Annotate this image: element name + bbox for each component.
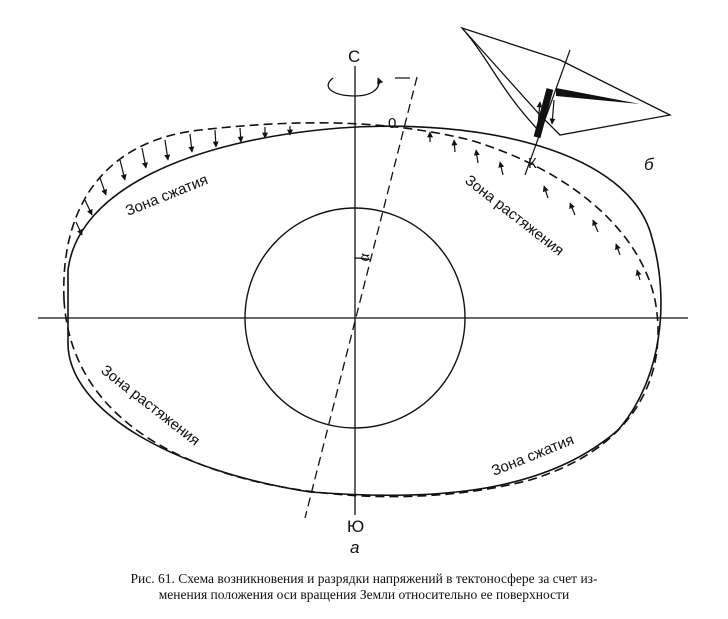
inset-rough-edge (461, 27, 541, 133)
label-angle: α (355, 252, 372, 263)
inset-arrow-up (536, 101, 543, 127)
tectonosphere-stress-diagram: С Ю 0 К α б а Зона сжатия Зона растяжени… (38, 26, 688, 557)
compression-arrows-upper (75, 126, 293, 236)
zone-tension-upper: Зона растяжения (462, 172, 567, 260)
label-part-a: а (350, 538, 359, 557)
inner-core-circle (244, 207, 466, 429)
label-point-o: 0 (388, 115, 396, 132)
ellipsoid-dashed (63, 122, 659, 498)
rotation-axis-shifted (304, 76, 418, 519)
inset-fault (556, 88, 640, 104)
inset-wedge (459, 26, 673, 136)
label-north: С (348, 47, 360, 66)
angle-arc (354, 257, 372, 261)
rotation-direction-arrow (327, 77, 384, 97)
label-point-k: К (528, 155, 537, 172)
inset-b (459, 26, 673, 176)
inset-axis (524, 49, 571, 176)
tension-arrows-upper (427, 131, 642, 281)
caption-line-2: менения положения оси вращения Земли отн… (158, 587, 570, 602)
zone-compression-upper: Зона сжатия (123, 171, 210, 219)
label-south: Ю (347, 517, 364, 536)
figure-caption: Рис. 61. Схема возникновения и разрядки … (0, 571, 728, 603)
inset-arrow-down (549, 99, 556, 125)
inset-fault-block (533, 88, 554, 139)
zone-compression-lower: Зона сжатия (489, 431, 576, 479)
label-part-b: б (644, 155, 655, 174)
zone-tension-lower: Зона растяжения (98, 362, 203, 450)
caption-line-1: Рис. 61. Схема возникновения и разрядки … (130, 571, 598, 586)
